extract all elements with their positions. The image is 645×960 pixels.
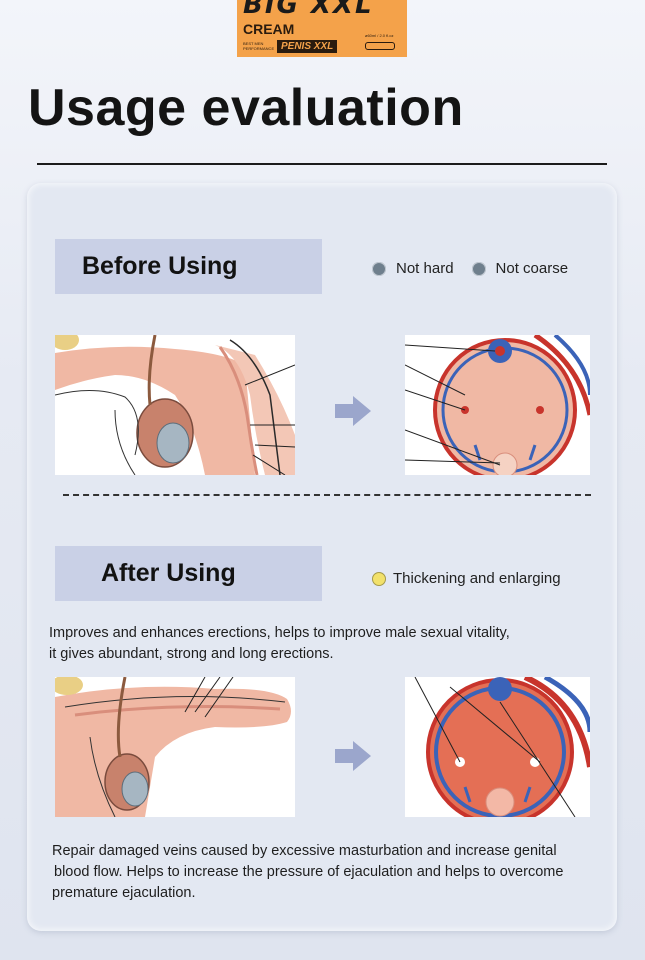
title-divider xyxy=(37,163,607,165)
right-arrow-icon xyxy=(335,741,371,771)
after-description: Improves and enhances erections, helps t… xyxy=(49,623,510,665)
section-divider xyxy=(63,494,591,496)
grey-dot-icon xyxy=(372,261,386,276)
after-footer: Repair damaged veins caused by excessive… xyxy=(52,841,563,904)
after-side-illustration xyxy=(55,677,295,817)
logo-tagline: BEST MEN PERFORMANCE xyxy=(243,41,275,51)
footer-line: Repair damaged veins caused by excessive… xyxy=(52,843,557,859)
logo-product: CREAM xyxy=(243,21,295,37)
after-banner: After Using xyxy=(55,546,322,601)
logo-name: PENIS XXL xyxy=(277,40,338,53)
before-cross-section xyxy=(405,335,590,475)
logo-volume: ø60ml / 2.0 fl.oz xyxy=(365,33,394,38)
footer-line: blood flow. Helps to increase the pressu… xyxy=(54,864,564,880)
right-arrow-icon xyxy=(335,396,371,426)
before-legend: Not hard Not coarse xyxy=(372,260,568,277)
legend-thickening: Thickening and enlarging xyxy=(393,570,561,587)
after-label: After Using xyxy=(101,559,236,587)
before-side-illustration xyxy=(55,335,295,475)
description-line: it gives abundant, strong and long erect… xyxy=(49,646,334,662)
description-line: Improves and enhances erections, helps t… xyxy=(49,625,510,641)
footer-line: premature ejaculation. xyxy=(52,885,196,901)
yellow-dot-icon xyxy=(372,571,386,586)
after-legend: Thickening and enlarging xyxy=(372,570,561,587)
legend-not-coarse: Not coarse xyxy=(495,260,569,277)
logo-brand: BIG XXL xyxy=(243,0,374,20)
key-icon xyxy=(365,42,395,50)
product-logo: BIG XXL CREAM BEST MEN PERFORMANCE PENIS… xyxy=(237,0,407,57)
after-cross-section xyxy=(405,677,590,817)
before-label: Before Using xyxy=(82,252,238,280)
grey-dot-icon xyxy=(471,261,486,276)
page-title: Usage evaluation xyxy=(28,79,464,137)
legend-not-hard: Not hard xyxy=(396,260,454,277)
before-banner: Before Using xyxy=(55,239,322,294)
